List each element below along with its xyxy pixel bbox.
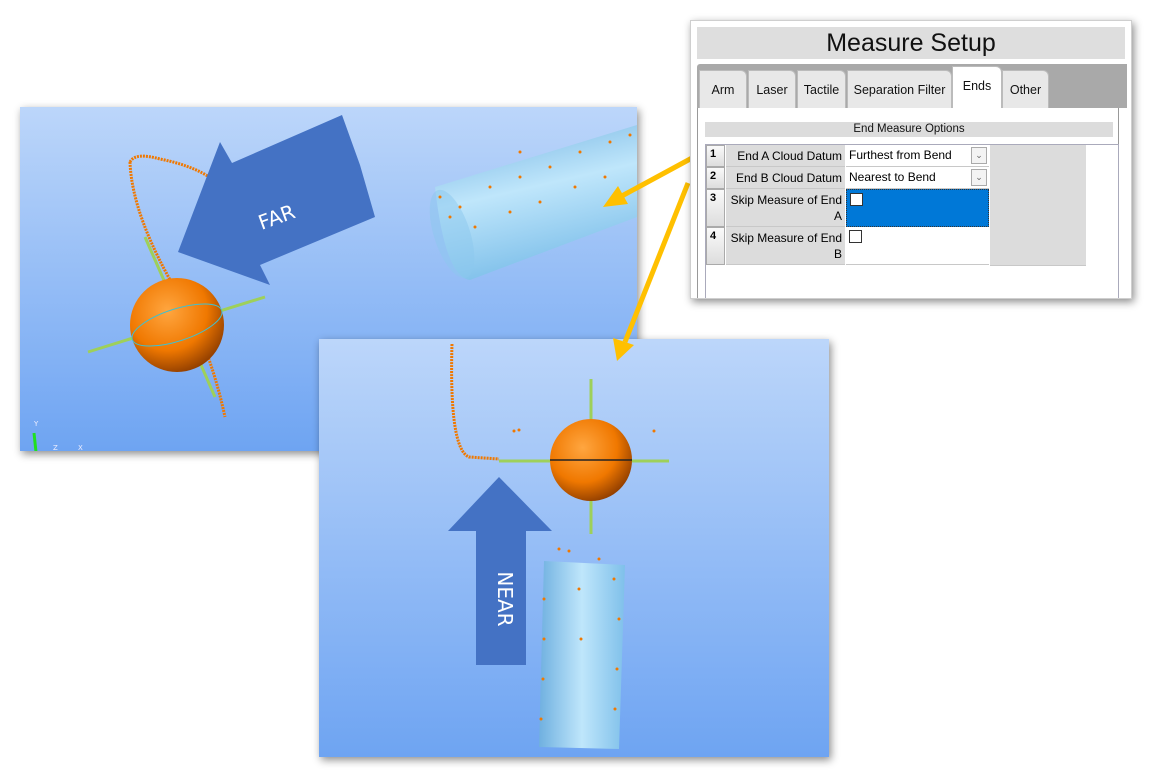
row-label: Skip Measure of End A: [726, 189, 845, 227]
skip-end-b-cell[interactable]: [846, 227, 989, 265]
row-number: 4: [706, 227, 725, 265]
tab-laser[interactable]: Laser: [748, 70, 796, 109]
row-filler: [990, 189, 1086, 228]
axis-y-label: Y: [34, 420, 39, 428]
viewport-near[interactable]: NEAR: [319, 339, 829, 757]
axis-z-label: Z: [53, 444, 58, 452]
row-number: 1: [706, 145, 725, 167]
row-filler: [990, 227, 1086, 266]
point-cloud: [450, 343, 500, 461]
dialog-title: Measure Setup: [697, 27, 1125, 59]
cylinder-end-b: [539, 561, 625, 749]
tab-other[interactable]: Other: [1002, 70, 1049, 109]
end-a-cloud-datum-select[interactable]: Furthest from Bend ⌄: [846, 145, 989, 167]
cylinder-end-a: [435, 125, 637, 280]
select-value: Nearest to Bend: [849, 170, 936, 184]
section-title: End Measure Options: [705, 122, 1113, 137]
end-b-cloud-datum-select[interactable]: Nearest to Bend ⌄: [846, 167, 989, 189]
measure-setup-dialog: Measure Setup Arm Laser Tactile Separati…: [690, 20, 1132, 299]
table-row: 4 Skip Measure of End B: [706, 227, 1086, 266]
row-label: End A Cloud Datum: [726, 145, 845, 167]
table-row: 2 End B Cloud Datum Nearest to Bend ⌄: [706, 167, 1086, 190]
tab-arm[interactable]: Arm: [699, 70, 747, 109]
row-number: 2: [706, 167, 725, 189]
skip-end-a-checkbox[interactable]: [850, 193, 863, 206]
chevron-down-icon[interactable]: ⌄: [971, 147, 987, 164]
near-arrow: [448, 477, 552, 665]
row-label: Skip Measure of End B: [726, 227, 845, 265]
tab-bar: Arm Laser Tactile Separation Filter Ends…: [697, 64, 1127, 109]
row-number: 3: [706, 189, 725, 227]
chevron-down-icon[interactable]: ⌄: [971, 169, 987, 186]
scene-near: [319, 339, 829, 757]
tab-ends[interactable]: Ends: [952, 66, 1002, 109]
table-row: 1 End A Cloud Datum Furthest from Bend ⌄: [706, 145, 1086, 168]
select-value: Furthest from Bend: [849, 148, 952, 162]
skip-end-b-checkbox[interactable]: [849, 230, 862, 243]
tab-separation-filter[interactable]: Separation Filter: [847, 70, 952, 109]
row-filler: [990, 167, 1086, 190]
skip-end-a-cell[interactable]: [846, 189, 989, 227]
row-label: End B Cloud Datum: [726, 167, 845, 189]
options-grid: 1 End A Cloud Datum Furthest from Bend⌄ …: [705, 144, 1119, 298]
sphere: [130, 278, 224, 372]
tab-tactile[interactable]: Tactile: [797, 70, 846, 109]
axis-x-label: X: [78, 444, 83, 452]
row-filler: [990, 145, 1086, 168]
far-arrow: [178, 115, 375, 285]
ends-panel: End Measure Options 1 End A Cloud Datum …: [697, 108, 1119, 298]
table-row: 3 Skip Measure of End A: [706, 189, 1086, 228]
